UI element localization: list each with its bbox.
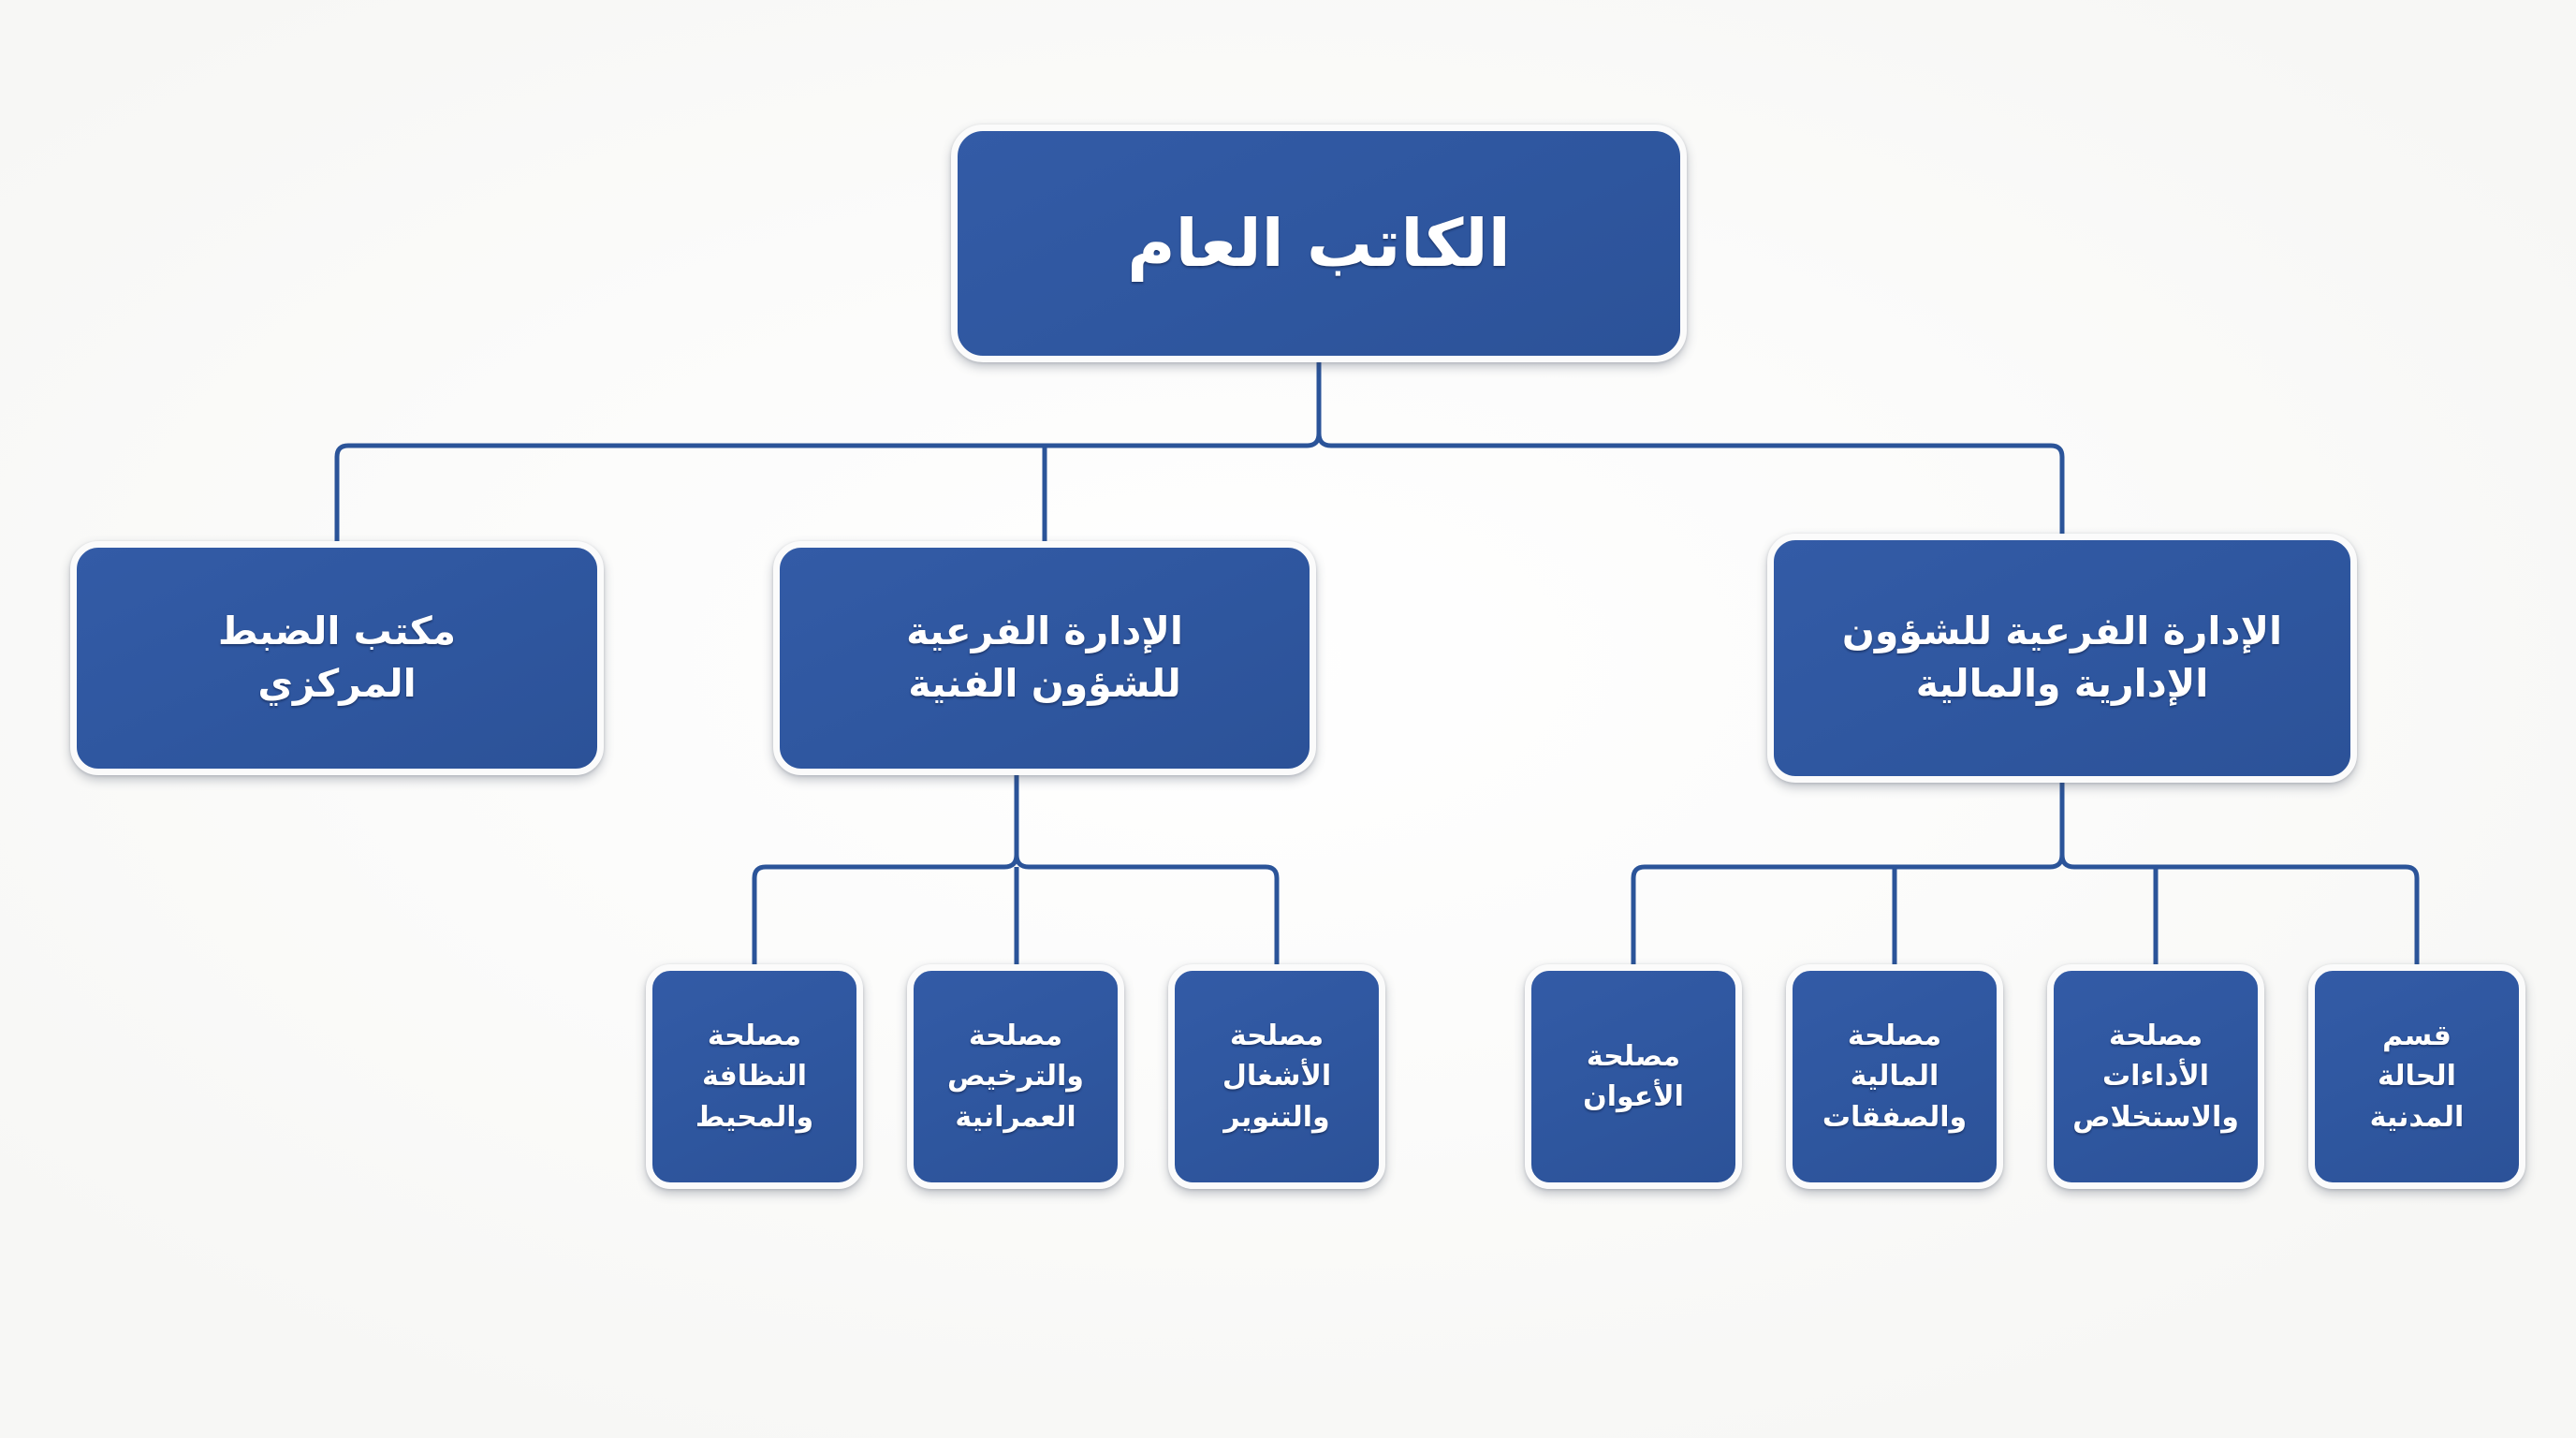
node-sub-directorate-technical-affairs-label: الإدارة الفرعية للشؤون الفنية xyxy=(906,609,1183,706)
connector-administrative-stem-right xyxy=(2059,854,2075,870)
node-finance-contracts-service-label: مصلحة المالية والصفقات xyxy=(1822,1019,1968,1134)
connector-administrative-bus-left xyxy=(2074,864,2420,964)
node-civil-status-section-label: قسم الحالة المدنية xyxy=(2369,1019,2465,1134)
node-hygiene-environment-service-label: مصلحة النظافة والمحيط xyxy=(695,1019,814,1134)
connector-technical-bus-left xyxy=(1029,864,1280,964)
node-taxes-collection-service[interactable]: مصلحة الأداءات والاستخلاص xyxy=(2047,964,2264,1189)
connector-technical-stem-right xyxy=(1014,854,1030,870)
connector-technical-stem xyxy=(1003,775,1019,870)
node-root-label: الكاتب العام xyxy=(1127,204,1511,282)
node-urban-licensing-service[interactable]: مصلحة والترخيص العمرانية xyxy=(907,964,1124,1189)
node-works-lighting-service[interactable]: مصلحة الأشغال والتنوير xyxy=(1168,964,1385,1189)
node-sub-directorate-technical-affairs[interactable]: الإدارة الفرعية للشؤون الفنية xyxy=(773,541,1316,775)
node-agents-service[interactable]: مصلحة الأعوان xyxy=(1525,964,1742,1189)
connector-bus-level2-right xyxy=(1331,443,2065,534)
connector-administrative-stem xyxy=(2049,783,2065,870)
node-sub-directorate-administrative-financial-affairs-label: الإدارة الفرعية للشؤون الإدارية والمالية xyxy=(1841,609,2283,706)
connector-bus-level2-left xyxy=(334,443,1307,541)
node-agents-service-label: مصلحة الأعوان xyxy=(1583,1039,1684,1114)
connector-administrative-bus-right xyxy=(1631,864,2050,964)
node-urban-licensing-service-label: مصلحة والترخيص العمرانية xyxy=(947,1019,1084,1134)
node-hygiene-environment-service[interactable]: مصلحة النظافة والمحيط xyxy=(646,964,863,1189)
node-finance-contracts-service[interactable]: مصلحة المالية والصفقات xyxy=(1786,964,2003,1189)
connector-root-stem-right xyxy=(1316,433,1332,448)
node-central-registry-office-label: مكتب الضبط المركزي xyxy=(217,609,457,706)
connector-root-stem xyxy=(1306,362,1322,448)
node-civil-status-section[interactable]: قسم الحالة المدنية xyxy=(2308,964,2525,1189)
node-works-lighting-service-label: مصلحة الأشغال والتنوير xyxy=(1222,1019,1332,1134)
node-taxes-collection-service-label: مصلحة الأداءات والاستخلاص xyxy=(2072,1019,2239,1134)
node-sub-directorate-administrative-financial-affairs[interactable]: الإدارة الفرعية للشؤون الإدارية والمالية xyxy=(1767,534,2357,783)
node-root-secretary-general[interactable]: الكاتب العام xyxy=(951,125,1687,362)
connector-technical-bus-right xyxy=(752,864,1004,964)
node-central-registry-office[interactable]: مكتب الضبط المركزي xyxy=(70,541,604,775)
